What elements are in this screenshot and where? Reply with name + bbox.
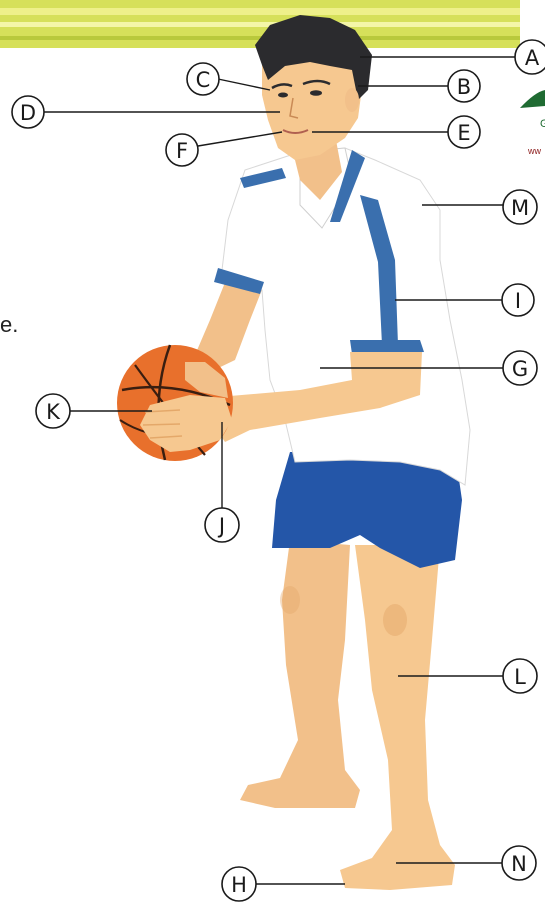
callout-n: N <box>502 846 536 880</box>
callout-g: G <box>503 351 537 385</box>
callout-l: L <box>503 659 537 693</box>
logo-letter: G <box>540 118 545 130</box>
callout-h: H <box>222 867 256 901</box>
svg-text:M: M <box>511 196 529 220</box>
head <box>255 15 372 160</box>
svg-text:E: E <box>457 121 470 145</box>
svg-text:K: K <box>46 400 61 424</box>
svg-text:I: I <box>515 289 521 313</box>
svg-text:F: F <box>176 139 188 163</box>
svg-text:G: G <box>512 357 528 381</box>
svg-text:B: B <box>457 75 471 99</box>
leader-f <box>198 132 282 146</box>
callout-j: J <box>205 508 239 542</box>
svg-text:L: L <box>514 665 526 689</box>
callout-m: M <box>503 190 537 224</box>
left-edge-text: e. <box>0 312 18 338</box>
callout-d: D <box>12 96 44 128</box>
svg-text:D: D <box>20 101 36 125</box>
callout-f: F <box>166 134 198 166</box>
svg-text:C: C <box>196 68 211 92</box>
svg-text:J: J <box>217 514 225 538</box>
callout-b: B <box>448 70 480 102</box>
svg-text:A: A <box>525 46 540 70</box>
svg-text:H: H <box>231 873 247 897</box>
callout-a: A <box>515 40 545 74</box>
callout-e: E <box>448 116 480 148</box>
logo-fragment: G <box>520 90 545 130</box>
legs <box>240 540 455 890</box>
svg-text:N: N <box>511 852 527 876</box>
callout-k: K <box>36 394 70 428</box>
site-text-fragment: ww <box>528 146 541 156</box>
callout-i: I <box>502 284 534 316</box>
shirt <box>214 148 470 485</box>
callout-c: C <box>187 63 219 95</box>
